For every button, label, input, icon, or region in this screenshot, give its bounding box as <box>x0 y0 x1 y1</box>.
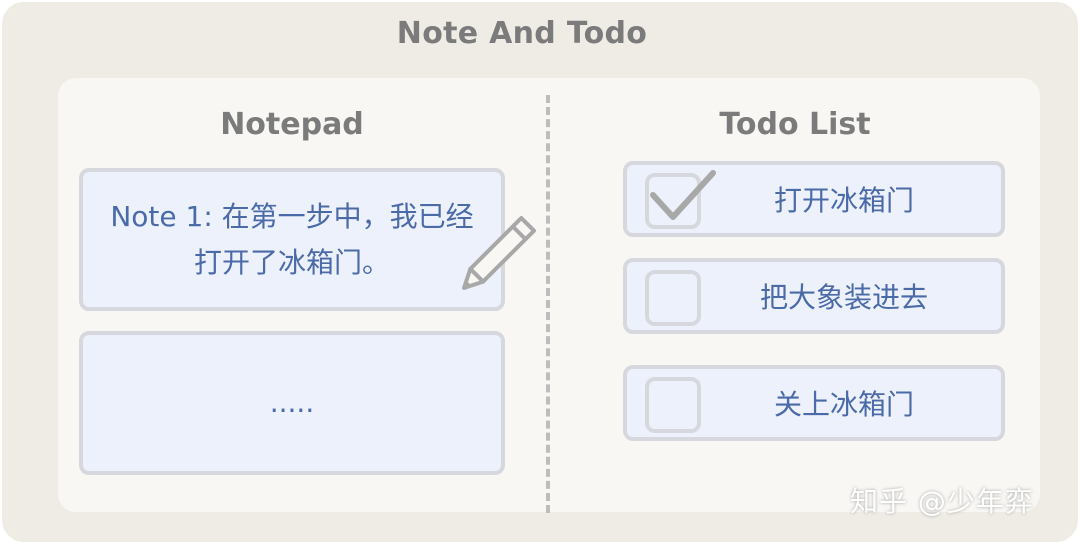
watermark: 知乎 @少年弈 <box>850 485 1034 518</box>
notepad-title: Notepad <box>220 107 364 142</box>
todo-1-label: 打开冰箱门 <box>773 184 914 217</box>
note-1-line-1: Note 1: 在第一步中，我已经 <box>110 199 474 233</box>
note-card-1[interactable]: Note 1: 在第一步中，我已经 打开了冰箱门。 <box>79 168 505 311</box>
todo-3-checkbox[interactable] <box>645 377 701 433</box>
todo-3-label: 关上冰箱门 <box>773 388 914 421</box>
todo-item-2: 把大象装进去 <box>623 258 1005 334</box>
todo-list-title: Todo List <box>719 107 871 142</box>
note-card-2[interactable]: ..... <box>79 331 505 475</box>
page-title: Note And Todo <box>396 16 648 51</box>
note-1-line-2: 打开了冰箱门。 <box>193 245 390 279</box>
todo-item-1: 打开冰箱门 <box>623 161 1005 237</box>
todo-item-3: 关上冰箱门 <box>623 365 1005 441</box>
pencil-icon <box>462 215 537 290</box>
todo-2-checkbox[interactable] <box>645 270 701 326</box>
note-2-line-1: ..... <box>269 386 315 419</box>
checkmark-icon <box>650 170 716 220</box>
todo-2-label: 把大象装进去 <box>759 281 928 314</box>
section-divider <box>546 95 550 513</box>
